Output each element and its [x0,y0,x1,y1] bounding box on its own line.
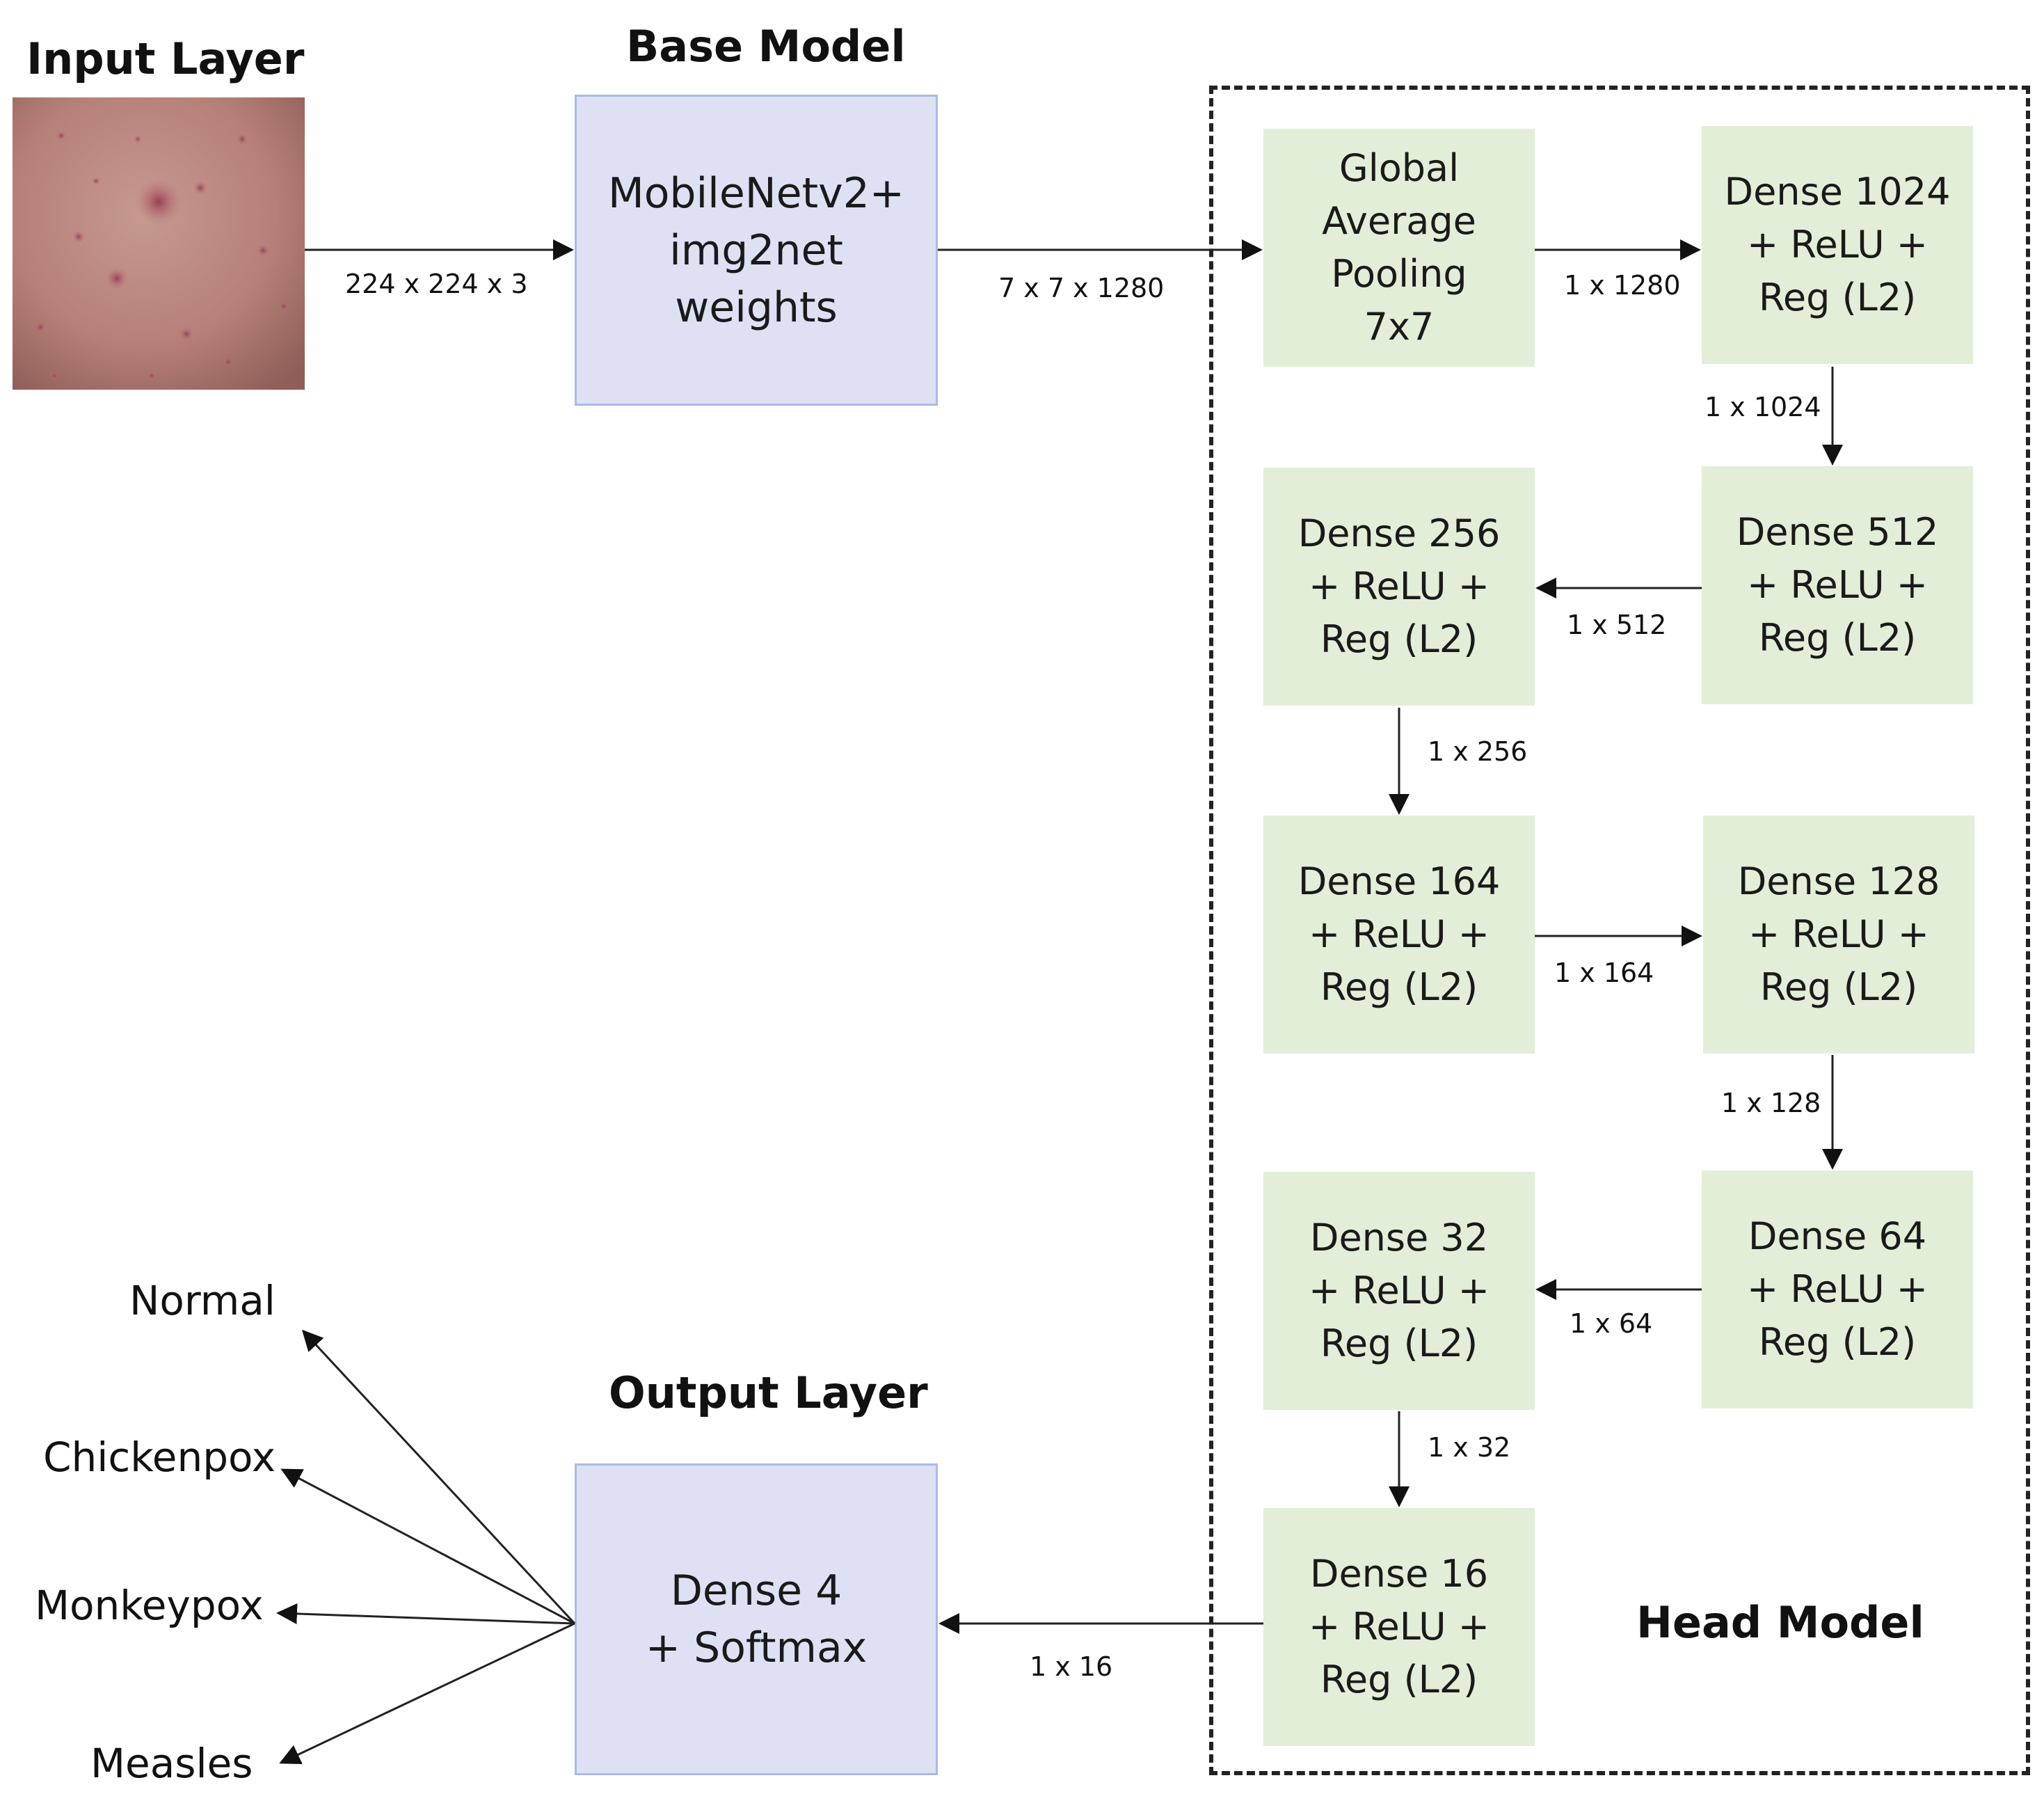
dense-128-box: Dense 128 + ReLU + Reg (L2) [1703,816,1974,1054]
edge-label-input-to-base: 224 x 224 x 3 [345,269,528,299]
class-label-measles: Measles [90,1740,253,1787]
class-label-monkeypox: Monkeypox [35,1582,264,1629]
class-label-normal: Normal [129,1277,276,1324]
input-layer-title: Input Layer [26,33,305,84]
edge-label-256-to-164: 1 x 256 [1428,736,1528,767]
output-layer-box: Dense 4 + Softmax [575,1463,938,1775]
input-skin-image [13,97,305,390]
edge-label-64-to-32: 1 x 64 [1570,1308,1653,1339]
head-model-frame [1209,86,2030,1775]
global-average-pooling-box: Global Average Pooling 7x7 [1263,129,1535,367]
edge-label-32-to-16: 1 x 32 [1428,1432,1511,1463]
dense-16-box: Dense 16 + ReLU + Reg (L2) [1263,1508,1535,1746]
edge-label-gap-to-1024: 1 x 1280 [1564,270,1681,301]
edge-label-1024-to-512: 1 x 1024 [1704,392,1821,422]
edge-label-512-to-256: 1 x 512 [1567,610,1667,640]
arrow-to-measles [279,1622,575,1764]
dense-164-box: Dense 164 + ReLU + Reg (L2) [1263,816,1535,1054]
edge-label-base-to-gap: 7 x 7 x 1280 [998,273,1165,303]
base-model-box: MobileNetv2+ img2net weights [575,95,938,406]
arrow-to-normal [301,1329,576,1625]
dense-512-box: Dense 512 + ReLU + Reg (L2) [1702,466,1973,704]
dense-32-box: Dense 32 + ReLU + Reg (L2) [1263,1172,1535,1410]
base-model-title: Base Model [626,21,906,72]
dense-64-box: Dense 64 + ReLU + Reg (L2) [1702,1170,1973,1408]
dense-1024-box: Dense 1024 + ReLU + Reg (L2) [1702,126,1973,364]
edge-label-128-to-64: 1 x 128 [1721,1088,1821,1118]
head-model-title: Head Model [1636,1597,1924,1648]
edge-label-164-to-128: 1 x 164 [1554,958,1654,988]
arrow-to-chickenpox [280,1468,575,1625]
dense-256-box: Dense 256 + ReLU + Reg (L2) [1263,468,1535,706]
arrow-to-monkeypox [276,1603,575,1625]
edge-label-16-to-output: 1 x 16 [1030,1651,1113,1682]
output-layer-title: Output Layer [609,1367,928,1418]
class-label-chickenpox: Chickenpox [43,1434,276,1481]
